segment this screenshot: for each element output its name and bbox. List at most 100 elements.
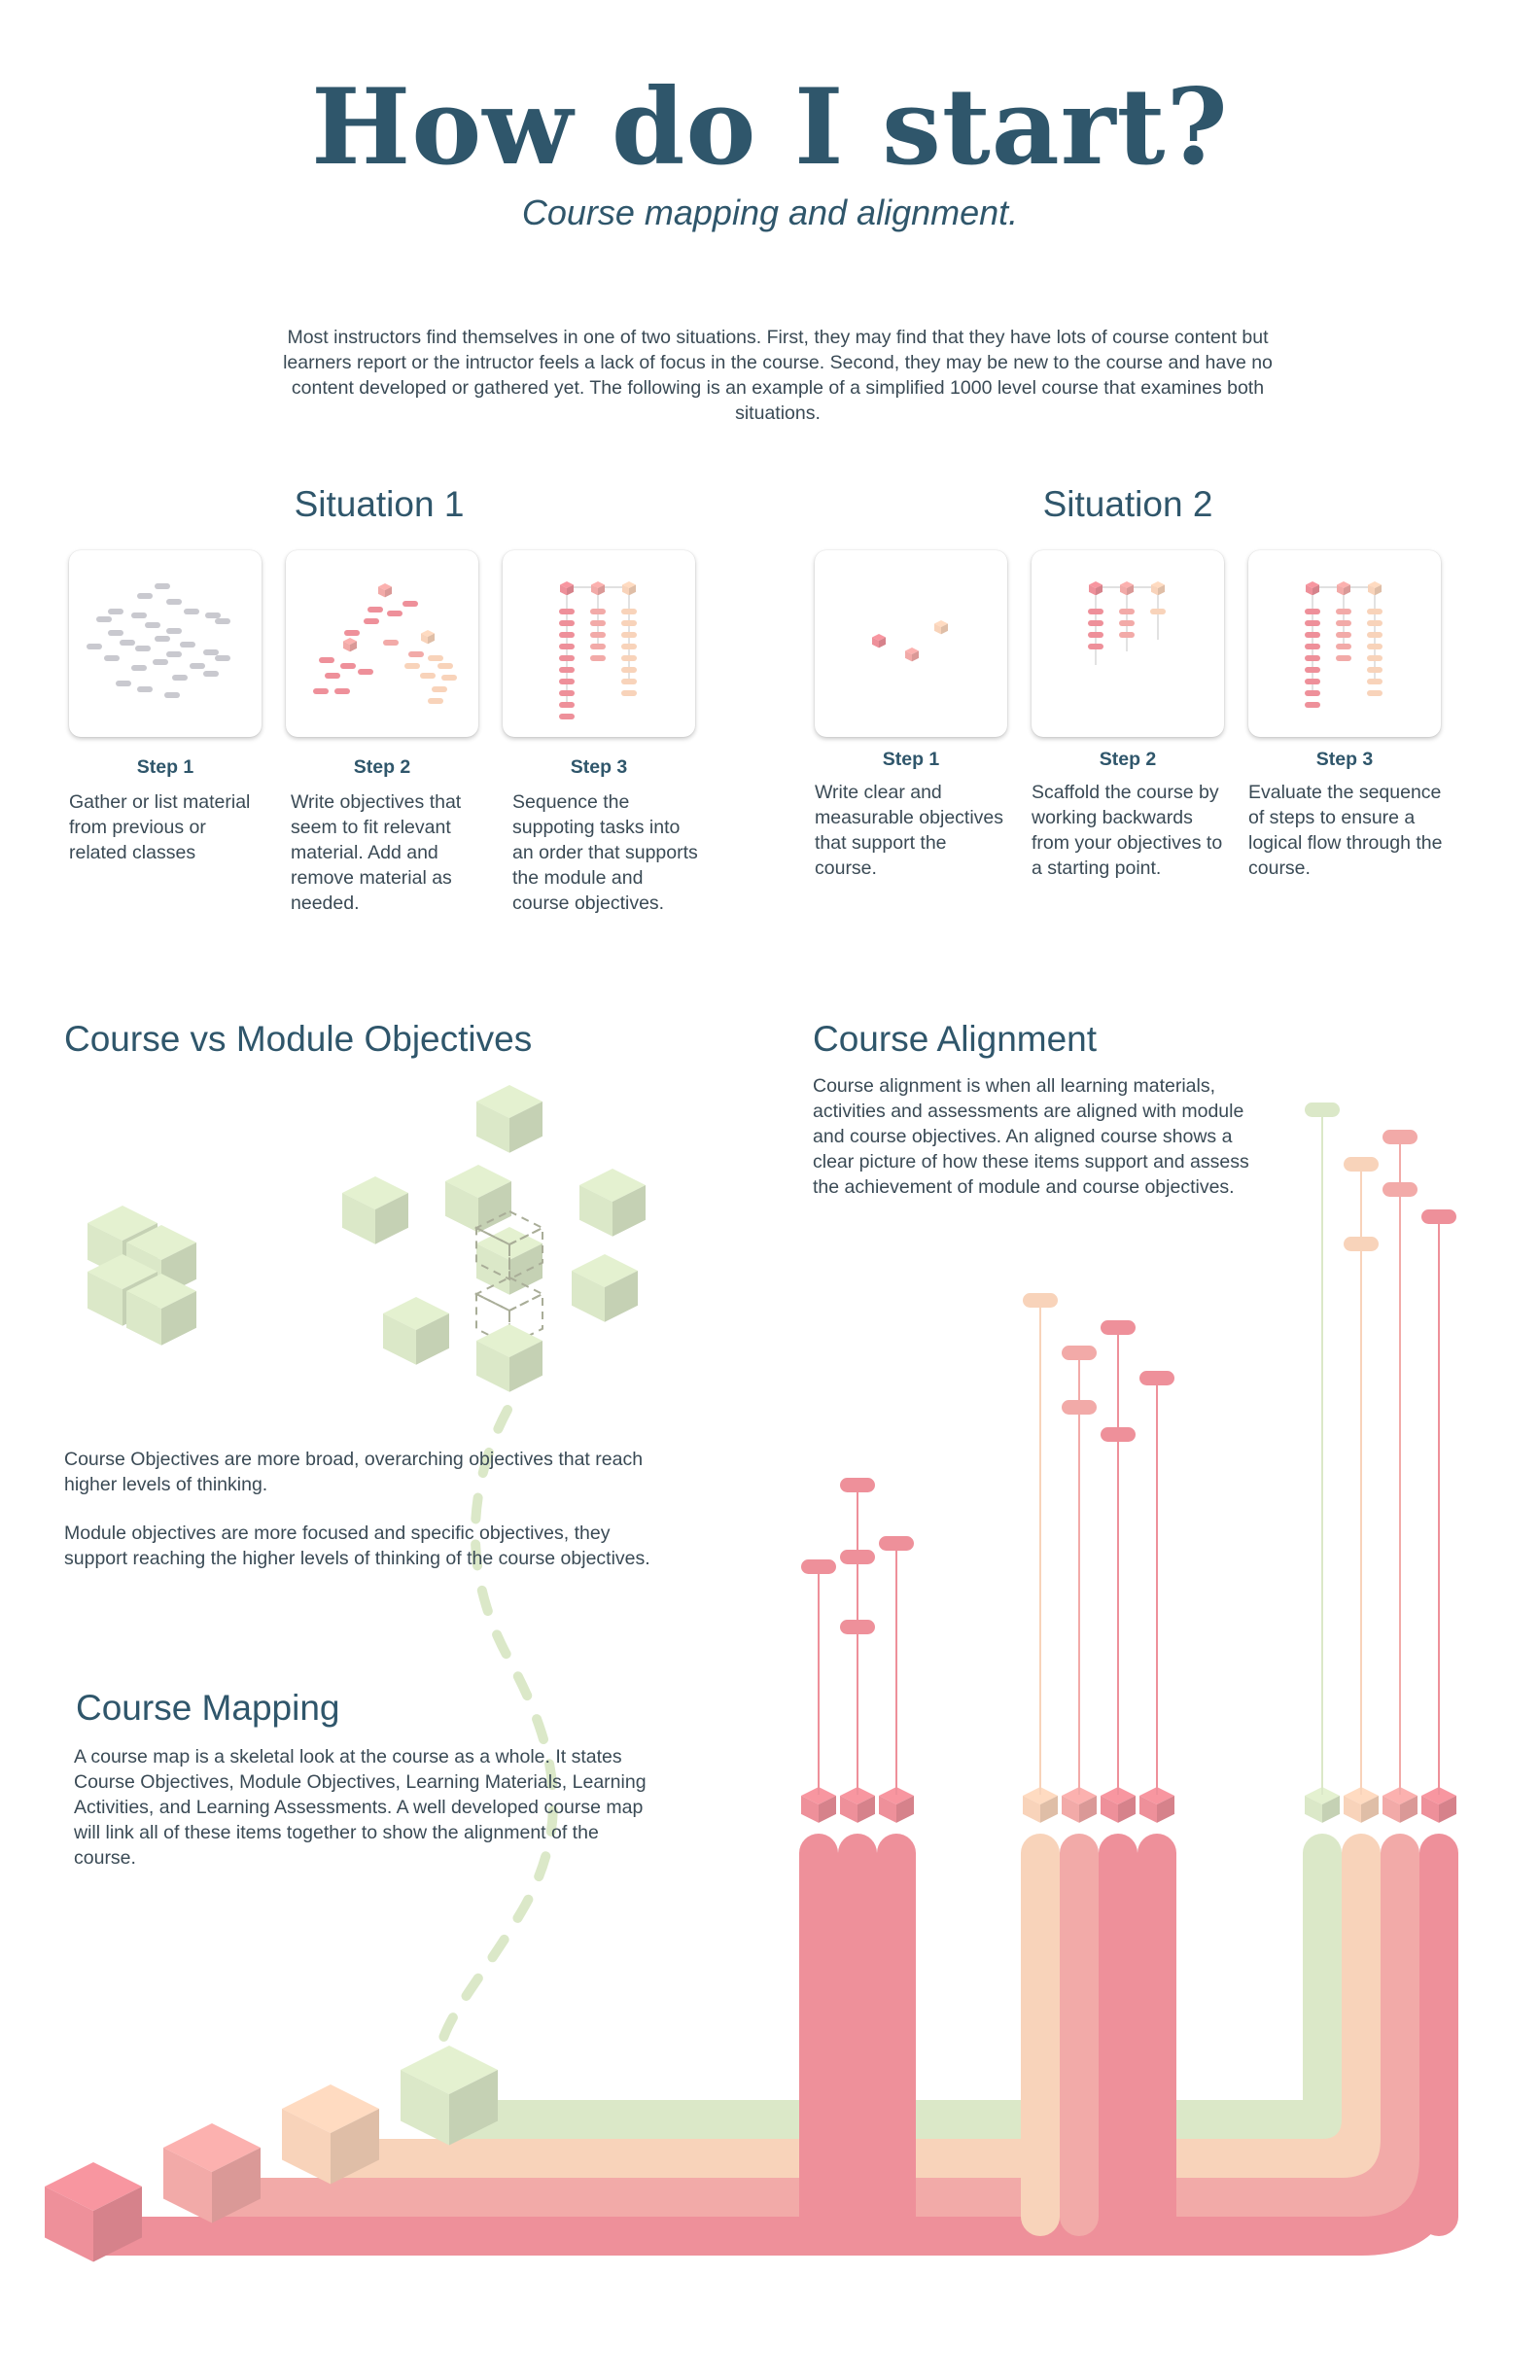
scattered-item-icon xyxy=(215,655,230,661)
situation1-step1-card xyxy=(69,550,262,737)
task-pill-icon xyxy=(621,679,637,684)
alignment-pipe xyxy=(1099,1834,1138,2236)
alignment-cube-icon xyxy=(1101,1787,1136,1823)
situation2-step1-desc: Write clear and measurable objectives th… xyxy=(815,782,1004,879)
module-objective-cube-icon xyxy=(342,1176,408,1244)
course-objective-cube-icon xyxy=(905,648,919,662)
module-objective-cube-icon xyxy=(383,1297,449,1365)
task-pill-icon xyxy=(621,632,637,638)
assessment-pill-icon xyxy=(1344,1237,1379,1251)
task-pill-icon xyxy=(432,686,447,692)
alignment-pipe xyxy=(1060,1834,1099,2236)
assessment-pill-icon xyxy=(879,1536,914,1551)
module-cube-icon xyxy=(622,581,636,596)
assessment-pill-icon xyxy=(1139,1371,1174,1385)
task-pill-icon xyxy=(1305,667,1320,673)
module-cube-icon xyxy=(1306,581,1319,596)
task-pill-icon xyxy=(319,657,334,663)
task-pill-icon xyxy=(590,632,606,638)
scattered-item-icon xyxy=(120,640,135,646)
course-map-cube-icon xyxy=(282,2084,379,2185)
situation2-step1-card xyxy=(815,550,1007,737)
situation2-title: Situation 2 xyxy=(1042,484,1213,524)
module-objective-cube-icon xyxy=(579,1169,646,1237)
assessment-pill-icon xyxy=(1421,1209,1456,1224)
task-pill-icon xyxy=(621,609,637,614)
assessment-pill-icon xyxy=(1023,1293,1058,1308)
task-pill-icon xyxy=(420,673,436,679)
situation1-step2-card xyxy=(286,550,478,737)
module-cube-icon xyxy=(560,581,574,596)
task-pill-icon xyxy=(1088,620,1103,626)
page-title: How do I start? xyxy=(311,66,1229,189)
situation1-step3-desc: Sequence the suppoting tasks into an ord… xyxy=(512,791,698,914)
module-cube-icon xyxy=(1089,581,1102,596)
task-pill-icon xyxy=(1367,620,1382,626)
task-pill-icon xyxy=(1336,609,1351,614)
task-pill-icon xyxy=(621,690,637,696)
situation2-step2-card xyxy=(1032,550,1224,737)
task-pill-icon xyxy=(559,679,575,684)
scattered-item-icon xyxy=(164,692,180,698)
task-pill-icon xyxy=(1367,632,1382,638)
situation2-step2-desc: Scaffold the course by working backwards… xyxy=(1032,782,1223,879)
task-pill-icon xyxy=(408,651,424,657)
dashed-path-line xyxy=(435,1405,558,2056)
task-pill-icon xyxy=(559,620,575,626)
situation1-step2-desc: Write objectives that seem to fit releva… xyxy=(291,791,462,914)
task-pill-icon xyxy=(621,644,637,649)
task-pill-icon xyxy=(1336,620,1351,626)
situation2-step2-label: Step 2 xyxy=(1099,749,1157,770)
situation1-step1-desc: Gather or list material from previous or… xyxy=(69,791,251,863)
task-pill-icon xyxy=(621,667,637,673)
task-pill-icon xyxy=(438,663,453,669)
task-pill-icon xyxy=(383,640,399,646)
situation1-title: Situation 1 xyxy=(294,484,465,524)
task-pill-icon xyxy=(1088,644,1103,649)
module-cube-icon xyxy=(1337,581,1350,596)
assessment-pill-icon xyxy=(1101,1427,1136,1442)
alignment-cube-icon xyxy=(801,1787,836,1823)
alignment-cube-icon xyxy=(1139,1787,1174,1823)
task-pill-icon xyxy=(1336,655,1351,661)
task-pill-icon xyxy=(559,632,575,638)
task-pill-icon xyxy=(1305,609,1320,614)
alignment-cube-icon xyxy=(879,1787,914,1823)
page-subtitle: Course mapping and alignment. xyxy=(521,192,1019,232)
scattered-item-icon xyxy=(137,686,153,692)
intro-paragraph: Most instructors find themselves in one … xyxy=(283,327,1273,424)
scattered-item-icon xyxy=(172,675,188,681)
module-cube-icon xyxy=(1151,581,1165,596)
task-pill-icon xyxy=(1367,609,1382,614)
module-cube-icon xyxy=(421,630,435,645)
scattered-item-icon xyxy=(135,646,151,651)
task-pill-icon xyxy=(344,630,360,636)
module-cube-icon xyxy=(1368,581,1382,596)
module-cube-icon xyxy=(1120,581,1134,596)
alignment-pipe xyxy=(799,1834,838,2236)
task-pill-icon xyxy=(621,655,637,661)
alignment-cube-icon xyxy=(1305,1787,1340,1823)
scattered-item-icon xyxy=(116,681,131,686)
scattered-item-icon xyxy=(104,655,120,661)
task-pill-icon xyxy=(590,620,606,626)
alignment-bend xyxy=(1303,2100,1342,2139)
module-cube-icon xyxy=(378,583,392,598)
task-pill-icon xyxy=(441,675,457,681)
assessment-pill-icon xyxy=(801,1559,836,1574)
alignment-cube-icon xyxy=(1062,1787,1097,1823)
module-cube-icon xyxy=(343,638,357,652)
task-pill-icon xyxy=(364,618,379,624)
alignment-title: Course Alignment xyxy=(813,1019,1098,1059)
module-objectives-text: Module objectives are more focused and s… xyxy=(64,1522,650,1569)
course-map-cube-icon xyxy=(401,2046,498,2146)
scattered-item-icon xyxy=(108,630,123,636)
task-pill-icon xyxy=(621,620,637,626)
assessment-pill-icon xyxy=(1305,1102,1340,1117)
alignment-cube-icon xyxy=(1023,1787,1058,1823)
scattered-item-icon xyxy=(87,644,102,649)
course-objectives-text: Course Objectives are more broad, overar… xyxy=(64,1449,644,1495)
scattered-item-icon xyxy=(166,651,182,657)
task-pill-icon xyxy=(1305,679,1320,684)
situation1-step2-label: Step 2 xyxy=(353,756,411,778)
